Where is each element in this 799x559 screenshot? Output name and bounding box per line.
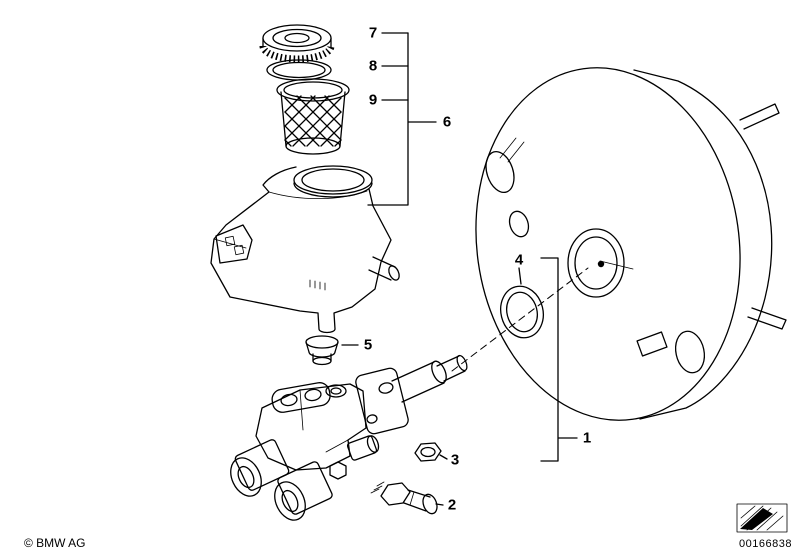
callout-9: 9 — [368, 91, 378, 109]
tank-connector — [215, 224, 253, 264]
pushrod-end — [597, 260, 605, 268]
callout-1: 1 — [582, 429, 592, 447]
callout-6: 6 — [442, 113, 452, 131]
callout-4: 4 — [514, 251, 524, 269]
callout-leaders — [341, 32, 578, 506]
strainer-filter — [276, 78, 350, 155]
callout-7: 7 — [368, 24, 378, 42]
o-ring-seal — [500, 285, 544, 339]
copyright-text: © BMW AG — [24, 536, 86, 550]
callout-3: 3 — [450, 451, 460, 469]
master-cylinder — [230, 354, 468, 521]
brake-booster — [475, 67, 787, 421]
callout-8: 8 — [368, 57, 378, 75]
warning-switch — [370, 481, 438, 515]
image-number: 00166838 — [739, 538, 792, 550]
assembly-axis-line — [451, 267, 589, 372]
cap-seal-ring — [266, 59, 332, 81]
tank-nipple — [368, 256, 396, 281]
direction-arrow-icon — [736, 503, 788, 533]
expansion-tank — [210, 165, 400, 334]
sealing-plug — [305, 335, 339, 366]
reservoir-cap — [259, 24, 335, 63]
mounting-flange — [355, 367, 409, 435]
callout-5: 5 — [363, 336, 373, 354]
callout-2: 2 — [447, 496, 457, 514]
hex-nut — [414, 442, 442, 462]
